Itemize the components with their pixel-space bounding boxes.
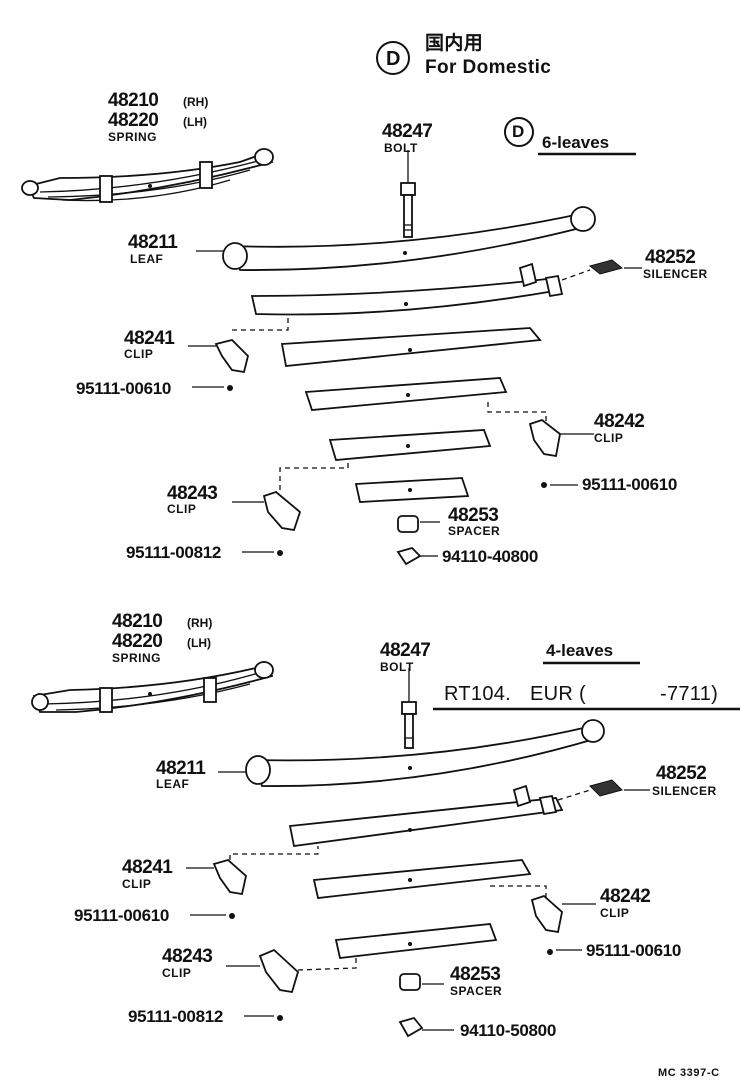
lower-spacer-name: SPACER <box>450 984 503 998</box>
lower-leaf-main-drawing <box>245 719 605 787</box>
lower-leaves-label: 4-leaves <box>546 641 614 660</box>
lower-spacer-drawing <box>399 973 421 991</box>
upper-spacer-number: 48253 <box>448 505 499 526</box>
lower-clip-48243-drawing <box>258 948 300 994</box>
upper-rivet-1-icon <box>227 385 233 391</box>
lower-spring-lh-number: 48220 <box>112 631 163 652</box>
lower-silencer-drawing <box>589 779 623 797</box>
upper-clip2-number: 48242 <box>594 411 645 432</box>
upper-spring-rh-number: 48210 <box>108 90 159 111</box>
lower-silencer-name: SILENCER <box>652 784 717 798</box>
lower-rivet1-number: 95111-00610 <box>74 906 170 925</box>
upper-rivet1-number: 95111-00610 <box>76 379 172 398</box>
six-leaves-circle-icon <box>504 117 534 147</box>
lower-clip3-number: 48243 <box>162 946 213 967</box>
lower-spacer-number: 48253 <box>450 964 501 985</box>
lower-leaf-4-drawing <box>334 923 498 959</box>
lower-leaf-name: LEAF <box>156 777 190 791</box>
domestic-jp-label: 国内用 <box>425 33 484 54</box>
upper-bolt-name: BOLT <box>384 141 418 155</box>
upper-marker: D <box>512 122 525 141</box>
upper-clip1-name: CLIP <box>124 347 154 361</box>
upper-spring-rh-side: (RH) <box>183 95 209 109</box>
lower-spring-rh-side: (RH) <box>187 616 213 630</box>
upper-spring-lh-number: 48220 <box>108 110 159 131</box>
lower-rivet3-number: 95111-00812 <box>128 1007 224 1026</box>
upper-silencer-name: SILENCER <box>643 267 708 281</box>
upper-clip3-number: 48243 <box>167 483 218 504</box>
lower-bolt-number: 48247 <box>380 640 431 661</box>
upper-clip-48242-drawing <box>528 418 561 458</box>
lower-model-mid: EUR ( <box>530 683 586 705</box>
upper-clip-48241-drawing <box>214 339 249 374</box>
upper-silencer-drawing <box>588 259 624 275</box>
lower-spring-assembly-drawing <box>31 661 274 713</box>
lower-rivet-1-icon <box>229 913 235 919</box>
upper-clip3-name: CLIP <box>167 502 197 516</box>
lower-clip-48242-drawing <box>530 894 563 934</box>
diagram-code: MC 3397-C <box>658 1067 720 1079</box>
upper-leaf-3-drawing <box>280 327 542 367</box>
domestic-circle-icon <box>376 41 410 75</box>
upper-bolt-drawing <box>400 150 416 238</box>
upper-rivet3-number: 95111-00812 <box>126 543 222 562</box>
lower-clip2-number: 48242 <box>600 886 651 907</box>
upper-leaves-label: 6-leaves <box>542 133 610 152</box>
lower-model-left: RT104. <box>444 683 512 705</box>
lower-bolt-drawing <box>401 668 417 749</box>
upper-spring-name: SPRING <box>108 130 158 144</box>
lower-clip3-name: CLIP <box>162 966 192 980</box>
lower-spring-rh-number: 48210 <box>112 611 163 632</box>
upper-clip-48243-drawing <box>262 490 302 532</box>
lower-rivet-3-icon <box>277 1015 283 1021</box>
upper-rivet-2-icon <box>541 482 547 488</box>
upper-leaf-main-drawing <box>222 206 596 271</box>
upper-leaf-number: 48211 <box>128 232 178 253</box>
lower-nut-drawing <box>398 1016 424 1038</box>
upper-nut-number: 94110-40800 <box>442 547 538 566</box>
lower-leaf-2-drawing <box>288 797 564 848</box>
upper-spring-assembly-drawing <box>21 148 274 203</box>
upper-clip2-name: CLIP <box>594 431 624 445</box>
upper-leaf-4-drawing <box>304 377 508 411</box>
lower-spring-name: SPRING <box>112 651 162 665</box>
upper-leaf-5-drawing <box>328 429 492 461</box>
lower-bolt-name: BOLT <box>380 660 414 674</box>
upper-silencer-number: 48252 <box>645 247 696 268</box>
upper-rivet2-number: 95111-00610 <box>582 475 678 494</box>
upper-bolt-number: 48247 <box>382 121 433 142</box>
lower-clip2-name: CLIP <box>600 906 630 920</box>
upper-leaf-2-drawing <box>250 277 562 316</box>
lower-clip1-number: 48241 <box>122 857 173 878</box>
lower-silencer-number: 48252 <box>656 763 707 784</box>
lower-rivet2-number: 95111-00610 <box>586 941 682 960</box>
upper-leaf-name: LEAF <box>130 252 164 266</box>
lower-clip-48241-drawing <box>212 858 247 896</box>
lower-spring-lh-side: (LH) <box>187 636 211 650</box>
upper-spring-lh-side: (LH) <box>183 115 207 129</box>
upper-spacer-name: SPACER <box>448 524 501 538</box>
upper-rivet-3-icon <box>277 550 283 556</box>
lower-leaf-number: 48211 <box>156 758 206 779</box>
domestic-marker: D <box>386 48 401 70</box>
upper-nut-drawing <box>396 546 422 566</box>
domestic-en-label: For Domestic <box>425 57 552 78</box>
lower-model-right: -7711) <box>660 683 719 705</box>
lower-rivet-2-icon <box>547 949 553 955</box>
lower-nut-number: 94110-50800 <box>460 1021 556 1040</box>
upper-spacer-drawing <box>397 515 419 533</box>
upper-clip1-number: 48241 <box>124 328 175 349</box>
lower-leaf-3-drawing <box>312 859 532 899</box>
lower-clip1-name: CLIP <box>122 877 152 891</box>
